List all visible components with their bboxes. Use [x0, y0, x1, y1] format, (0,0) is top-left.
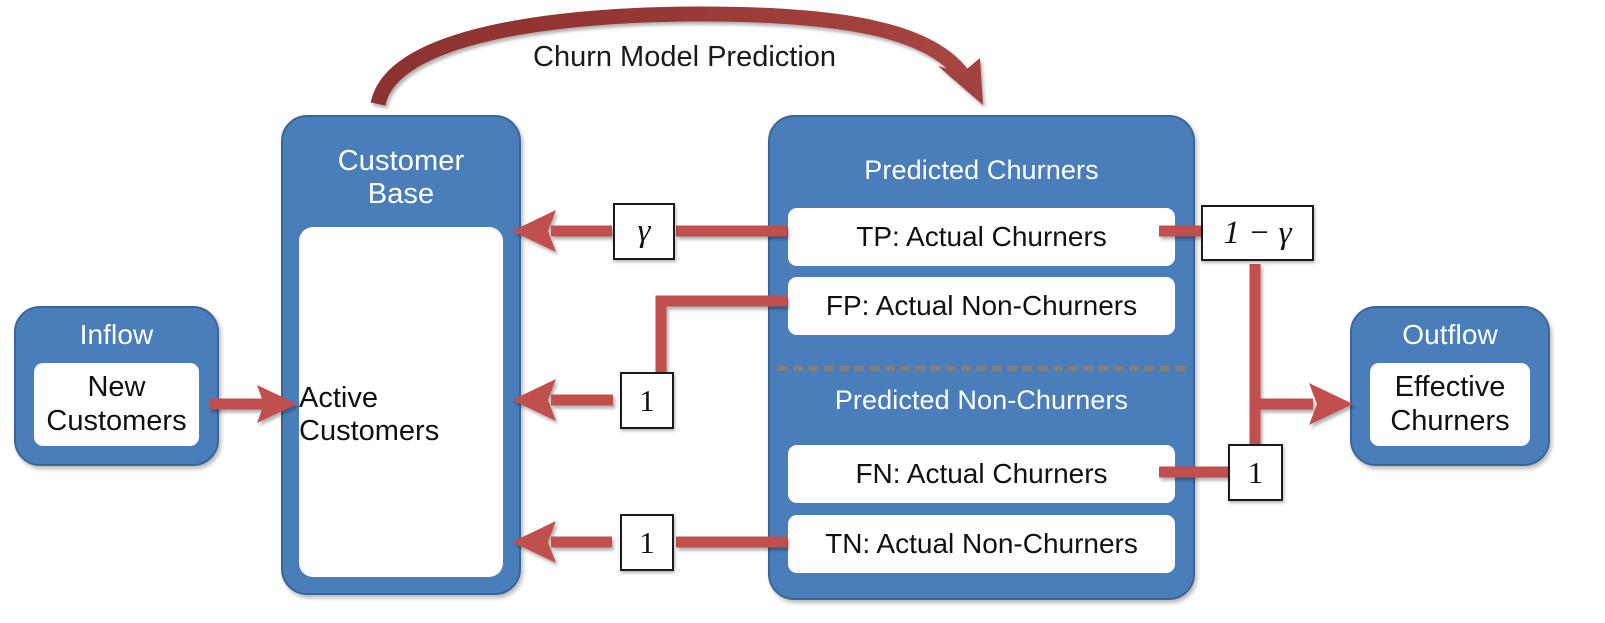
customer-base-title-line1: Customer — [337, 145, 465, 177]
row-fp[interactable]: FP: Actual Non-Churners — [788, 277, 1175, 335]
customer-base-title-line2: Base — [367, 178, 435, 211]
edge-tag-gamma[interactable]: γ — [613, 203, 675, 260]
outflow-panel[interactable]: Outflow Effective Churners — [1350, 306, 1550, 466]
edge-tag-fp-one[interactable]: 1 — [620, 372, 674, 429]
predicted-non-churners-title: Predicted Non-Churners — [834, 385, 1129, 415]
arrow-one-to-active-customers — [512, 379, 613, 421]
line-one-minus-gamma-to-outflow — [1249, 264, 1353, 472]
effective-churners-line1: Effective — [1394, 371, 1506, 404]
row-fn[interactable]: FN: Actual Churners — [788, 445, 1175, 503]
edge-tag-tn-one[interactable]: 1 — [620, 514, 674, 571]
inflow-box-line1: New — [87, 371, 146, 404]
active-customers-line2: Customers — [299, 415, 440, 447]
customer-base-title: Customer Base — [283, 145, 519, 212]
inflow-panel[interactable]: Inflow New Customers — [14, 306, 219, 466]
edge-tag-fn-one-text: 1 — [1247, 454, 1264, 490]
row-fn-label: FN: Actual Churners — [855, 457, 1108, 489]
customer-base-panel[interactable]: Customer Base Active Customers — [281, 115, 521, 595]
row-tn[interactable]: TN: Actual Non-Churners — [788, 515, 1175, 573]
active-customers-line1: Active — [299, 381, 378, 414]
predicted-churners-title: Predicted Churners — [864, 155, 1099, 185]
edge-tag-gamma-text: γ — [637, 213, 651, 249]
effective-churners-line2: Churners — [1390, 404, 1510, 437]
edge-tag-one-minus-gamma[interactable]: 1 − γ — [1201, 205, 1314, 261]
edge-tag-fn-one[interactable]: 1 — [1228, 444, 1283, 501]
edge-tag-tn-one-text: 1 — [639, 524, 655, 560]
row-tn-label: TN: Actual Non-Churners — [825, 527, 1138, 559]
prediction-panel[interactable]: Predicted Churners TP: Actual Churners F… — [768, 115, 1195, 600]
inflow-title: Inflow — [79, 319, 154, 350]
section-divider — [778, 366, 1185, 371]
inflow-box-line2: Customers — [46, 404, 187, 437]
outflow-title: Outflow — [1402, 319, 1498, 350]
effective-churners-box[interactable]: Effective Churners — [1370, 363, 1530, 446]
edge-tag-one-minus-gamma-text: 1 − γ — [1223, 214, 1292, 251]
row-tp[interactable]: TP: Actual Churners — [788, 208, 1175, 266]
inflow-new-customers-box[interactable]: New Customers — [34, 363, 199, 446]
churn-model-prediction-label: Churn Model Prediction — [533, 41, 837, 73]
active-customers-box[interactable]: Active Customers — [299, 227, 503, 577]
row-fp-label: FP: Actual Non-Churners — [825, 289, 1138, 321]
row-tp-label: TP: Actual Churners — [856, 220, 1107, 252]
edge-tag-fp-one-text: 1 — [639, 382, 655, 418]
